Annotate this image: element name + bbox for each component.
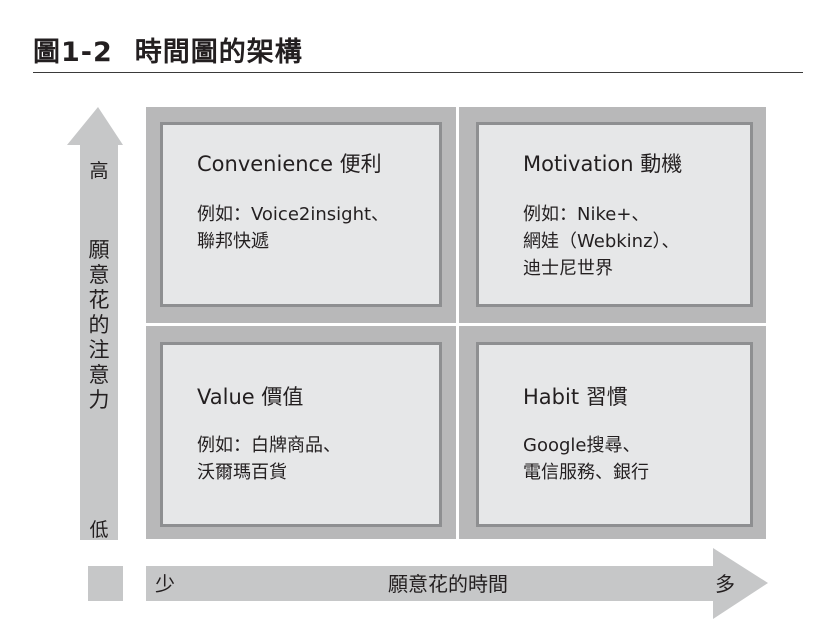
quadrant-convenience-title: Convenience 便利 xyxy=(197,152,382,176)
y-axis-label-char: 意 xyxy=(88,263,110,287)
quadrant-value-title: Value 價值 xyxy=(197,385,304,409)
y-axis-low-label: 低 xyxy=(89,519,109,541)
x-axis-high-label: 多 xyxy=(715,572,735,596)
quadrant-convenience-line: 例如：Voice2insight、 xyxy=(197,204,390,225)
y-axis-arrow xyxy=(67,107,123,540)
quadrant-value-line: 沃爾瑪百貨 xyxy=(197,462,287,483)
quadrant-value-line: 例如：白牌商品、 xyxy=(197,435,341,456)
quadrant-motivation-examples: 例如：Nike+、 網娃（Webkinz）、 迪士尼世界 xyxy=(523,201,680,282)
quadrant-habit-title: Habit 習慣 xyxy=(523,385,628,409)
matrix-vertical-gap xyxy=(456,107,459,539)
figure-title: 圖1-2 時間圖的架構 xyxy=(33,30,303,69)
quadrant-motivation-line: 網娃（Webkinz）、 xyxy=(523,231,680,252)
x-axis-arrow xyxy=(146,548,768,619)
quadrant-motivation xyxy=(476,122,753,307)
quadrant-motivation-line: 迪士尼世界 xyxy=(523,258,613,279)
quadrant-habit xyxy=(476,342,753,527)
figure-title-text: 時間圖的架構 xyxy=(134,37,303,68)
y-axis-label-char: 的 xyxy=(88,313,110,337)
y-axis-label-char: 願 xyxy=(88,238,110,262)
quadrant-value-examples: 例如：白牌商品、 沃爾瑪百貨 xyxy=(197,432,341,486)
x-axis-label: 願意花的時間 xyxy=(388,572,508,596)
quadrant-convenience-line: 聯邦快遞 xyxy=(197,231,269,252)
quadrant-convenience-examples: 例如：Voice2insight、 聯邦快遞 xyxy=(197,201,389,255)
y-axis-label: 願 意 花 的 注 意 力 xyxy=(79,238,119,413)
axis-origin-square xyxy=(88,566,123,601)
title-divider xyxy=(33,72,803,73)
y-axis-label-char: 注 xyxy=(88,338,110,362)
quadrant-habit-line: 電信服務、銀行 xyxy=(523,462,649,483)
y-axis-label-char: 意 xyxy=(88,363,110,387)
x-axis-low-label: 少 xyxy=(155,572,175,596)
figure-number: 圖1-2 xyxy=(33,37,113,68)
quadrant-convenience xyxy=(160,122,442,307)
quadrant-motivation-title: Motivation 動機 xyxy=(523,152,683,176)
y-axis-label-char: 花 xyxy=(88,288,110,312)
y-axis-label-char: 力 xyxy=(88,388,110,412)
quadrant-habit-examples: Google搜尋、 電信服務、銀行 xyxy=(523,432,649,486)
quadrant-value xyxy=(160,342,442,527)
quadrant-motivation-line: 例如：Nike+、 xyxy=(523,204,650,225)
y-axis-high-label: 高 xyxy=(89,160,109,182)
quadrant-habit-line: Google搜尋、 xyxy=(523,435,641,456)
